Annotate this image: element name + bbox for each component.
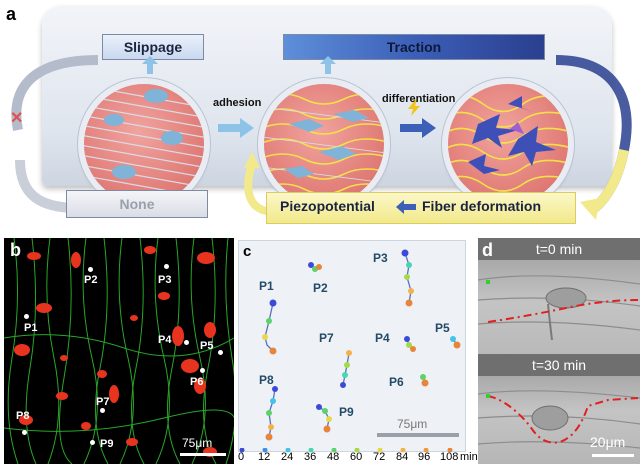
point-marker bbox=[88, 267, 93, 272]
lightning-icon bbox=[408, 100, 420, 116]
point-label-p2: P2 bbox=[84, 274, 98, 286]
trajectory-label-p1: P1 bbox=[259, 279, 274, 293]
point-label-p8: P8 bbox=[16, 410, 30, 422]
brightfield-image-top bbox=[478, 260, 640, 368]
panel-b-letter: b bbox=[10, 240, 21, 260]
left-up-curved-arrow bbox=[244, 152, 273, 216]
piezopotential-label: Piezopotential bbox=[280, 198, 375, 214]
trajectory-label-p5: P5 bbox=[435, 321, 450, 335]
time-tick: 24 bbox=[281, 451, 294, 463]
time-label-bottom: t=30 min bbox=[478, 354, 640, 376]
dish-initial bbox=[84, 84, 204, 204]
right-arrow-icon bbox=[218, 118, 254, 138]
time-tick: 0 bbox=[238, 451, 245, 463]
trajectory-label-p8: P8 bbox=[259, 373, 274, 387]
trajectory-label-p6: P6 bbox=[389, 375, 404, 389]
point-label-p4: P4 bbox=[158, 334, 172, 346]
panel-d-letter: d bbox=[482, 240, 493, 260]
trajectory-label-p2: P2 bbox=[313, 281, 328, 295]
point-marker bbox=[200, 368, 205, 373]
time-tick: 84 bbox=[396, 451, 409, 463]
fiber-deformation-label: Fiber deformation bbox=[422, 198, 542, 214]
time-tick: 36 bbox=[304, 451, 317, 463]
time-tick: 108 bbox=[440, 451, 459, 463]
traction-label: Traction bbox=[283, 34, 545, 60]
time-tick: 12 bbox=[258, 451, 271, 463]
scale-bar bbox=[592, 454, 634, 457]
dish-adhesion bbox=[264, 84, 384, 204]
time-tick: 72 bbox=[373, 451, 386, 463]
panel-c-letter: c bbox=[243, 243, 252, 260]
blocked-icon: ✕ bbox=[10, 110, 24, 127]
right-arrow-icon bbox=[400, 118, 436, 138]
time-tick: 60 bbox=[350, 451, 363, 463]
time-tick: 96 bbox=[418, 451, 431, 463]
left-arrow-icon bbox=[396, 200, 416, 214]
time-tick: 48 bbox=[327, 451, 340, 463]
scale-bar-label: 20μm bbox=[590, 434, 626, 450]
scale-bar-label: 75μm bbox=[397, 417, 428, 431]
up-arrow-icon bbox=[320, 56, 336, 74]
scale-bar bbox=[180, 453, 226, 456]
point-label-p9: P9 bbox=[100, 438, 114, 450]
point-marker bbox=[24, 314, 29, 319]
panel-c-trajectories: c P1 bbox=[238, 240, 466, 452]
panel-d-timelapse: t=0 min d t=30 min 20μm bbox=[478, 238, 640, 464]
point-label-p1: P1 bbox=[24, 322, 38, 334]
point-marker bbox=[184, 340, 189, 345]
trajectory-plot bbox=[262, 249, 461, 441]
up-arrow-icon bbox=[142, 56, 158, 74]
point-marker bbox=[164, 264, 169, 269]
time-label-top: t=0 min bbox=[478, 238, 640, 260]
none-label: None bbox=[66, 190, 208, 218]
adhesion-label: adhesion bbox=[213, 97, 262, 109]
scale-bar-label: 75μm bbox=[182, 436, 213, 450]
point-label-p6: P6 bbox=[190, 376, 204, 388]
point-label-p5: P5 bbox=[200, 340, 214, 352]
panel-a-letter: a bbox=[6, 4, 17, 24]
point-marker bbox=[218, 350, 223, 355]
time-colorbar bbox=[238, 448, 478, 466]
trajectory-label-p9: P9 bbox=[339, 405, 354, 419]
trajectory-label-p3: P3 bbox=[373, 251, 388, 265]
fluorescence-image bbox=[4, 238, 234, 464]
point-label-p3: P3 bbox=[158, 274, 172, 286]
brightfield-image-bottom bbox=[478, 376, 640, 464]
trajectory-label-p7: P7 bbox=[319, 331, 334, 345]
slippage-label: Slippage bbox=[102, 34, 204, 60]
scale-bar bbox=[377, 433, 459, 437]
right-curved-arrow bbox=[556, 55, 632, 220]
point-marker bbox=[90, 440, 95, 445]
piezo-box bbox=[266, 192, 576, 224]
time-unit: min bbox=[460, 451, 478, 463]
dish-differentiated bbox=[448, 84, 568, 204]
panel-b-micrograph: b P1 P2 P3 P4 P5 P6 P7 P8 P9 75μm bbox=[4, 238, 234, 464]
differentiation-label: differentiation bbox=[382, 93, 456, 105]
point-marker bbox=[22, 430, 27, 435]
point-marker bbox=[100, 408, 105, 413]
trajectory-label-p4: P4 bbox=[375, 331, 390, 345]
panel-a: a Slippage Traction bbox=[6, 4, 632, 224]
point-label-p7: P7 bbox=[96, 396, 110, 408]
